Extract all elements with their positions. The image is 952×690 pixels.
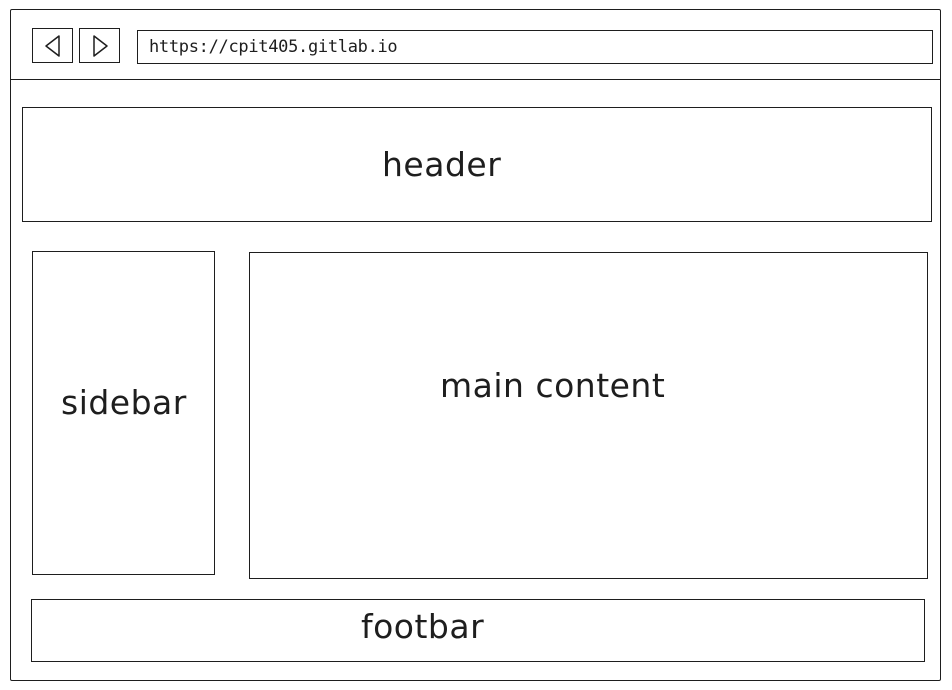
back-button[interactable] bbox=[32, 28, 73, 63]
address-bar-url: https://cpit405.gitlab.io bbox=[149, 37, 398, 57]
triangle-right-icon bbox=[92, 34, 108, 57]
main-content-label: main content bbox=[440, 366, 666, 405]
address-bar[interactable]: https://cpit405.gitlab.io bbox=[137, 30, 933, 64]
header-label: header bbox=[382, 145, 502, 184]
main-content-region: main content bbox=[249, 252, 928, 579]
forward-button[interactable] bbox=[79, 28, 120, 63]
triangle-left-icon bbox=[44, 34, 60, 57]
sidebar-region: sidebar bbox=[32, 251, 215, 575]
header-region: header bbox=[22, 107, 932, 222]
toolbar-divider bbox=[10, 79, 941, 80]
footbar-region: footbar bbox=[31, 599, 925, 662]
sidebar-label: sidebar bbox=[61, 383, 187, 422]
footbar-label: footbar bbox=[361, 607, 485, 646]
browser-window bbox=[10, 9, 941, 681]
